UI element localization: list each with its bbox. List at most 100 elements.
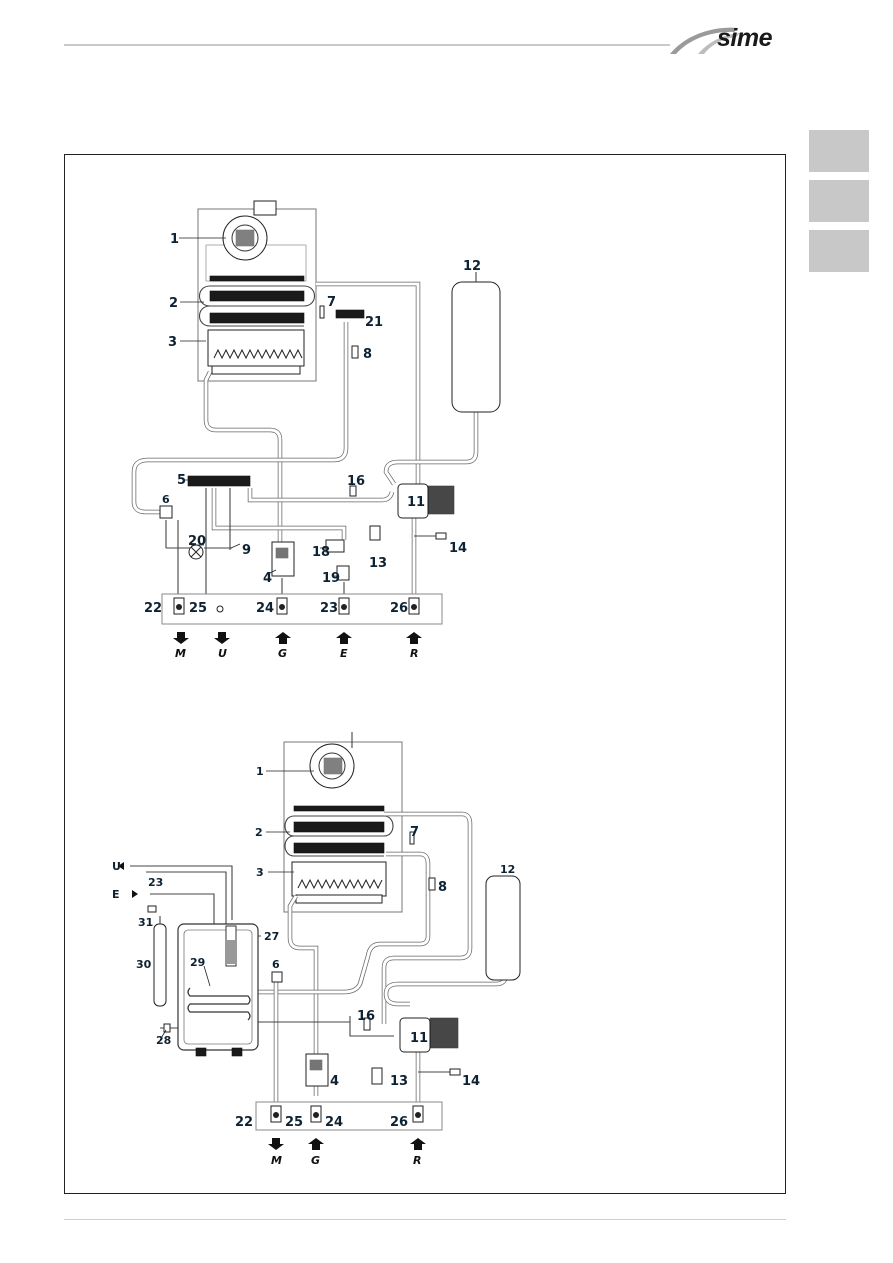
top-conn-E: E — [340, 647, 348, 660]
bottom-sensor-7-icon — [409, 831, 415, 845]
bottom-burner-icon — [291, 861, 387, 904]
top-label-12: 12 — [463, 259, 481, 274]
bottom-letter-E: E — [112, 888, 120, 901]
bottom-label-12: 12 — [500, 863, 515, 876]
top-diagram: 1 2 3 12 7 21 8 5 16 11 6 20 9 18 13 14 … — [131, 200, 501, 660]
top-label-20: 20 — [188, 534, 206, 549]
top-sensor-7-icon — [319, 305, 325, 319]
bottom-label-14: 14 — [462, 1074, 480, 1089]
bottom-label-1: 1 — [256, 765, 264, 778]
bottom-flow-arrows — [118, 862, 426, 1150]
top-label-13: 13 — [369, 556, 387, 571]
bottom-pressure-switch-13-icon — [371, 1067, 383, 1085]
bottom-label-26: 26 — [390, 1115, 408, 1130]
bottom-heat-exchanger-icon — [284, 805, 394, 857]
top-label-7: 7 — [327, 295, 336, 310]
top-label-8: 8 — [363, 347, 372, 362]
bottom-safety-valve-icon — [271, 971, 283, 983]
side-tab-2[interactable] — [809, 180, 869, 222]
bottom-label-28: 28 — [156, 1034, 171, 1047]
bottom-valve-31-icon — [147, 905, 157, 913]
top-flow-arrows — [173, 632, 422, 644]
top-label-26: 26 — [390, 601, 408, 616]
top-pump-icon — [397, 483, 455, 519]
top-label-25: 25 — [189, 601, 207, 616]
bottom-letter-U: U — [112, 860, 121, 873]
top-label-4: 4 — [263, 571, 272, 586]
side-tab-3[interactable] — [809, 230, 869, 272]
side-tab-1[interactable] — [809, 130, 869, 172]
top-conn-G: G — [278, 647, 287, 660]
bottom-label-8: 8 — [438, 880, 447, 895]
top-conn-U: U — [218, 647, 227, 660]
bottom-pump-icon — [399, 1017, 459, 1053]
top-pressure-switch-13-icon — [369, 525, 381, 541]
top-connection-bar — [161, 593, 443, 625]
top-gas-valve-icon — [271, 541, 295, 577]
bottom-dhw-expansion-vessel-icon — [153, 923, 167, 1007]
bottom-label-3: 3 — [256, 866, 264, 879]
bottom-label-31: 31 — [138, 916, 153, 929]
bottom-label-13: 13 — [390, 1074, 408, 1089]
bottom-label-16: 16 — [357, 1009, 375, 1024]
bottom-connection-bar — [255, 1101, 443, 1131]
bottom-label-6: 6 — [272, 958, 280, 971]
top-label-23: 23 — [320, 601, 338, 616]
top-vent-16-icon — [349, 485, 357, 497]
top-label-14: 14 — [449, 541, 467, 556]
bottom-expansion-vessel-icon — [485, 875, 521, 981]
footer-rule — [64, 1219, 786, 1220]
bottom-fan-icon — [309, 743, 355, 789]
top-pipes — [131, 281, 479, 594]
top-conn-M: M — [175, 647, 186, 660]
bottom-label-2: 2 — [255, 826, 263, 839]
top-sensor-21-icon — [335, 309, 365, 319]
top-label-16: 16 — [347, 474, 365, 489]
top-manifold-icon — [187, 475, 251, 487]
bottom-label-4: 4 — [330, 1074, 339, 1089]
bottom-label-22: 22 — [235, 1115, 253, 1130]
bottom-pipes — [130, 811, 509, 1102]
bottom-label-29: 29 — [190, 956, 205, 969]
top-fan-icon — [222, 200, 277, 261]
top-safety-valve-icon — [159, 505, 173, 519]
top-label-1: 1 — [170, 232, 179, 247]
top-label-18: 18 — [312, 545, 330, 560]
top-conn-R: R — [410, 647, 418, 660]
bottom-drain-28-icon — [163, 1023, 171, 1033]
bottom-conn-M: M — [271, 1154, 282, 1167]
bottom-thermostat-8-icon — [428, 877, 436, 891]
bottom-label-7: 7 — [410, 825, 419, 840]
bottom-gas-valve-icon — [305, 1053, 329, 1087]
top-label-6: 6 — [162, 493, 170, 506]
top-label-21: 21 — [365, 315, 383, 330]
bottom-label-11: 11 — [410, 1031, 428, 1046]
bottom-conn-G: G — [311, 1154, 320, 1167]
bottom-vent-16-icon — [363, 1017, 371, 1031]
top-flow-switch-18-icon — [325, 539, 345, 553]
bottom-label-24: 24 — [325, 1115, 343, 1130]
bottom-label-25: 25 — [285, 1115, 303, 1130]
bottom-label-23: 23 — [148, 876, 163, 889]
top-label-3: 3 — [168, 335, 177, 350]
top-label-19: 19 — [322, 571, 340, 586]
top-burner-icon — [207, 329, 305, 375]
top-drain-14-icon — [435, 532, 447, 540]
top-label-22: 22 — [144, 601, 162, 616]
header-rule — [64, 44, 670, 46]
bottom-cylinder-icon — [177, 923, 259, 1057]
bottom-label-30: 30 — [136, 958, 152, 971]
bottom-diagram: 1 2 3 7 8 12 6 16 11 13 14 4 U 23 E 31 2… — [112, 732, 521, 1167]
bottom-label-27: 27 — [264, 930, 279, 943]
top-heat-exchanger-icon — [198, 275, 316, 327]
bottom-connection-fittings — [270, 1105, 424, 1123]
top-label-24: 24 — [256, 601, 274, 616]
top-expansion-vessel-icon — [451, 281, 501, 413]
top-connection-fittings — [173, 597, 420, 615]
top-label-5: 5 — [177, 473, 186, 488]
sime-logo-swoosh — [670, 27, 740, 54]
brand-logo: sime — [717, 24, 772, 52]
top-thermostat-8-icon — [351, 345, 359, 359]
top-filter-19-icon — [336, 565, 350, 581]
